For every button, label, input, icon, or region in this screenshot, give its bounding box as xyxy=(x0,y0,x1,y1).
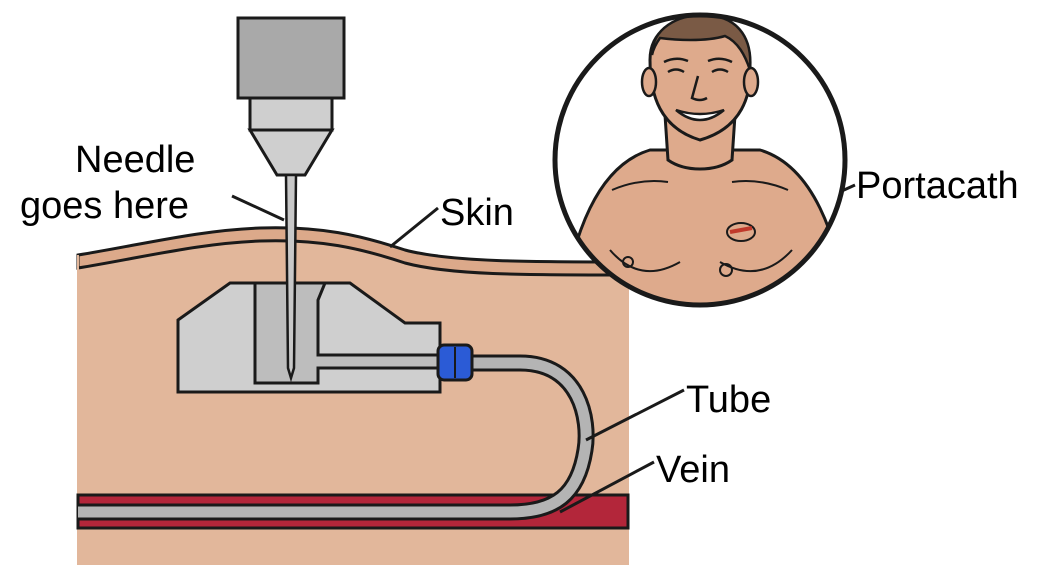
needle-hub-band xyxy=(248,96,334,132)
tube-leader-line xyxy=(585,388,685,442)
vein-leader-line xyxy=(559,460,655,514)
patient-pec-left xyxy=(609,249,681,273)
patient-brow-left xyxy=(663,57,689,64)
patient-ear-right xyxy=(742,66,760,98)
port-site-bump xyxy=(726,222,756,242)
patient-ear-left xyxy=(640,66,658,98)
tube xyxy=(78,357,592,518)
patient-eye-right xyxy=(711,68,729,74)
patient-clavicle-right xyxy=(731,180,789,191)
needle-hub-cone xyxy=(247,128,335,177)
patient-inset xyxy=(552,12,848,308)
skin-leader-line xyxy=(389,206,439,249)
needle-leader-line xyxy=(231,194,285,222)
port-incision xyxy=(729,226,753,234)
patient-nipple-right xyxy=(719,263,733,277)
patient-pec-right xyxy=(719,249,793,273)
label-tube: Tube xyxy=(686,379,771,421)
patient-eye-left xyxy=(667,68,685,74)
patient-nose xyxy=(690,75,708,102)
label-skin: Skin xyxy=(440,192,514,234)
needle-hub xyxy=(236,16,346,100)
patient-smile xyxy=(675,108,725,122)
label-needle-line2: goes here xyxy=(20,185,189,227)
label-vein: Vein xyxy=(656,449,730,491)
patient-clavicle-left xyxy=(611,180,669,191)
inset-border xyxy=(552,12,848,308)
label-portacath: Portacath xyxy=(856,165,1019,207)
label-needle-line1: Needle xyxy=(75,139,195,181)
patient-brow-right xyxy=(707,57,733,64)
needle xyxy=(284,173,298,383)
patient-nipple-left xyxy=(622,256,634,268)
